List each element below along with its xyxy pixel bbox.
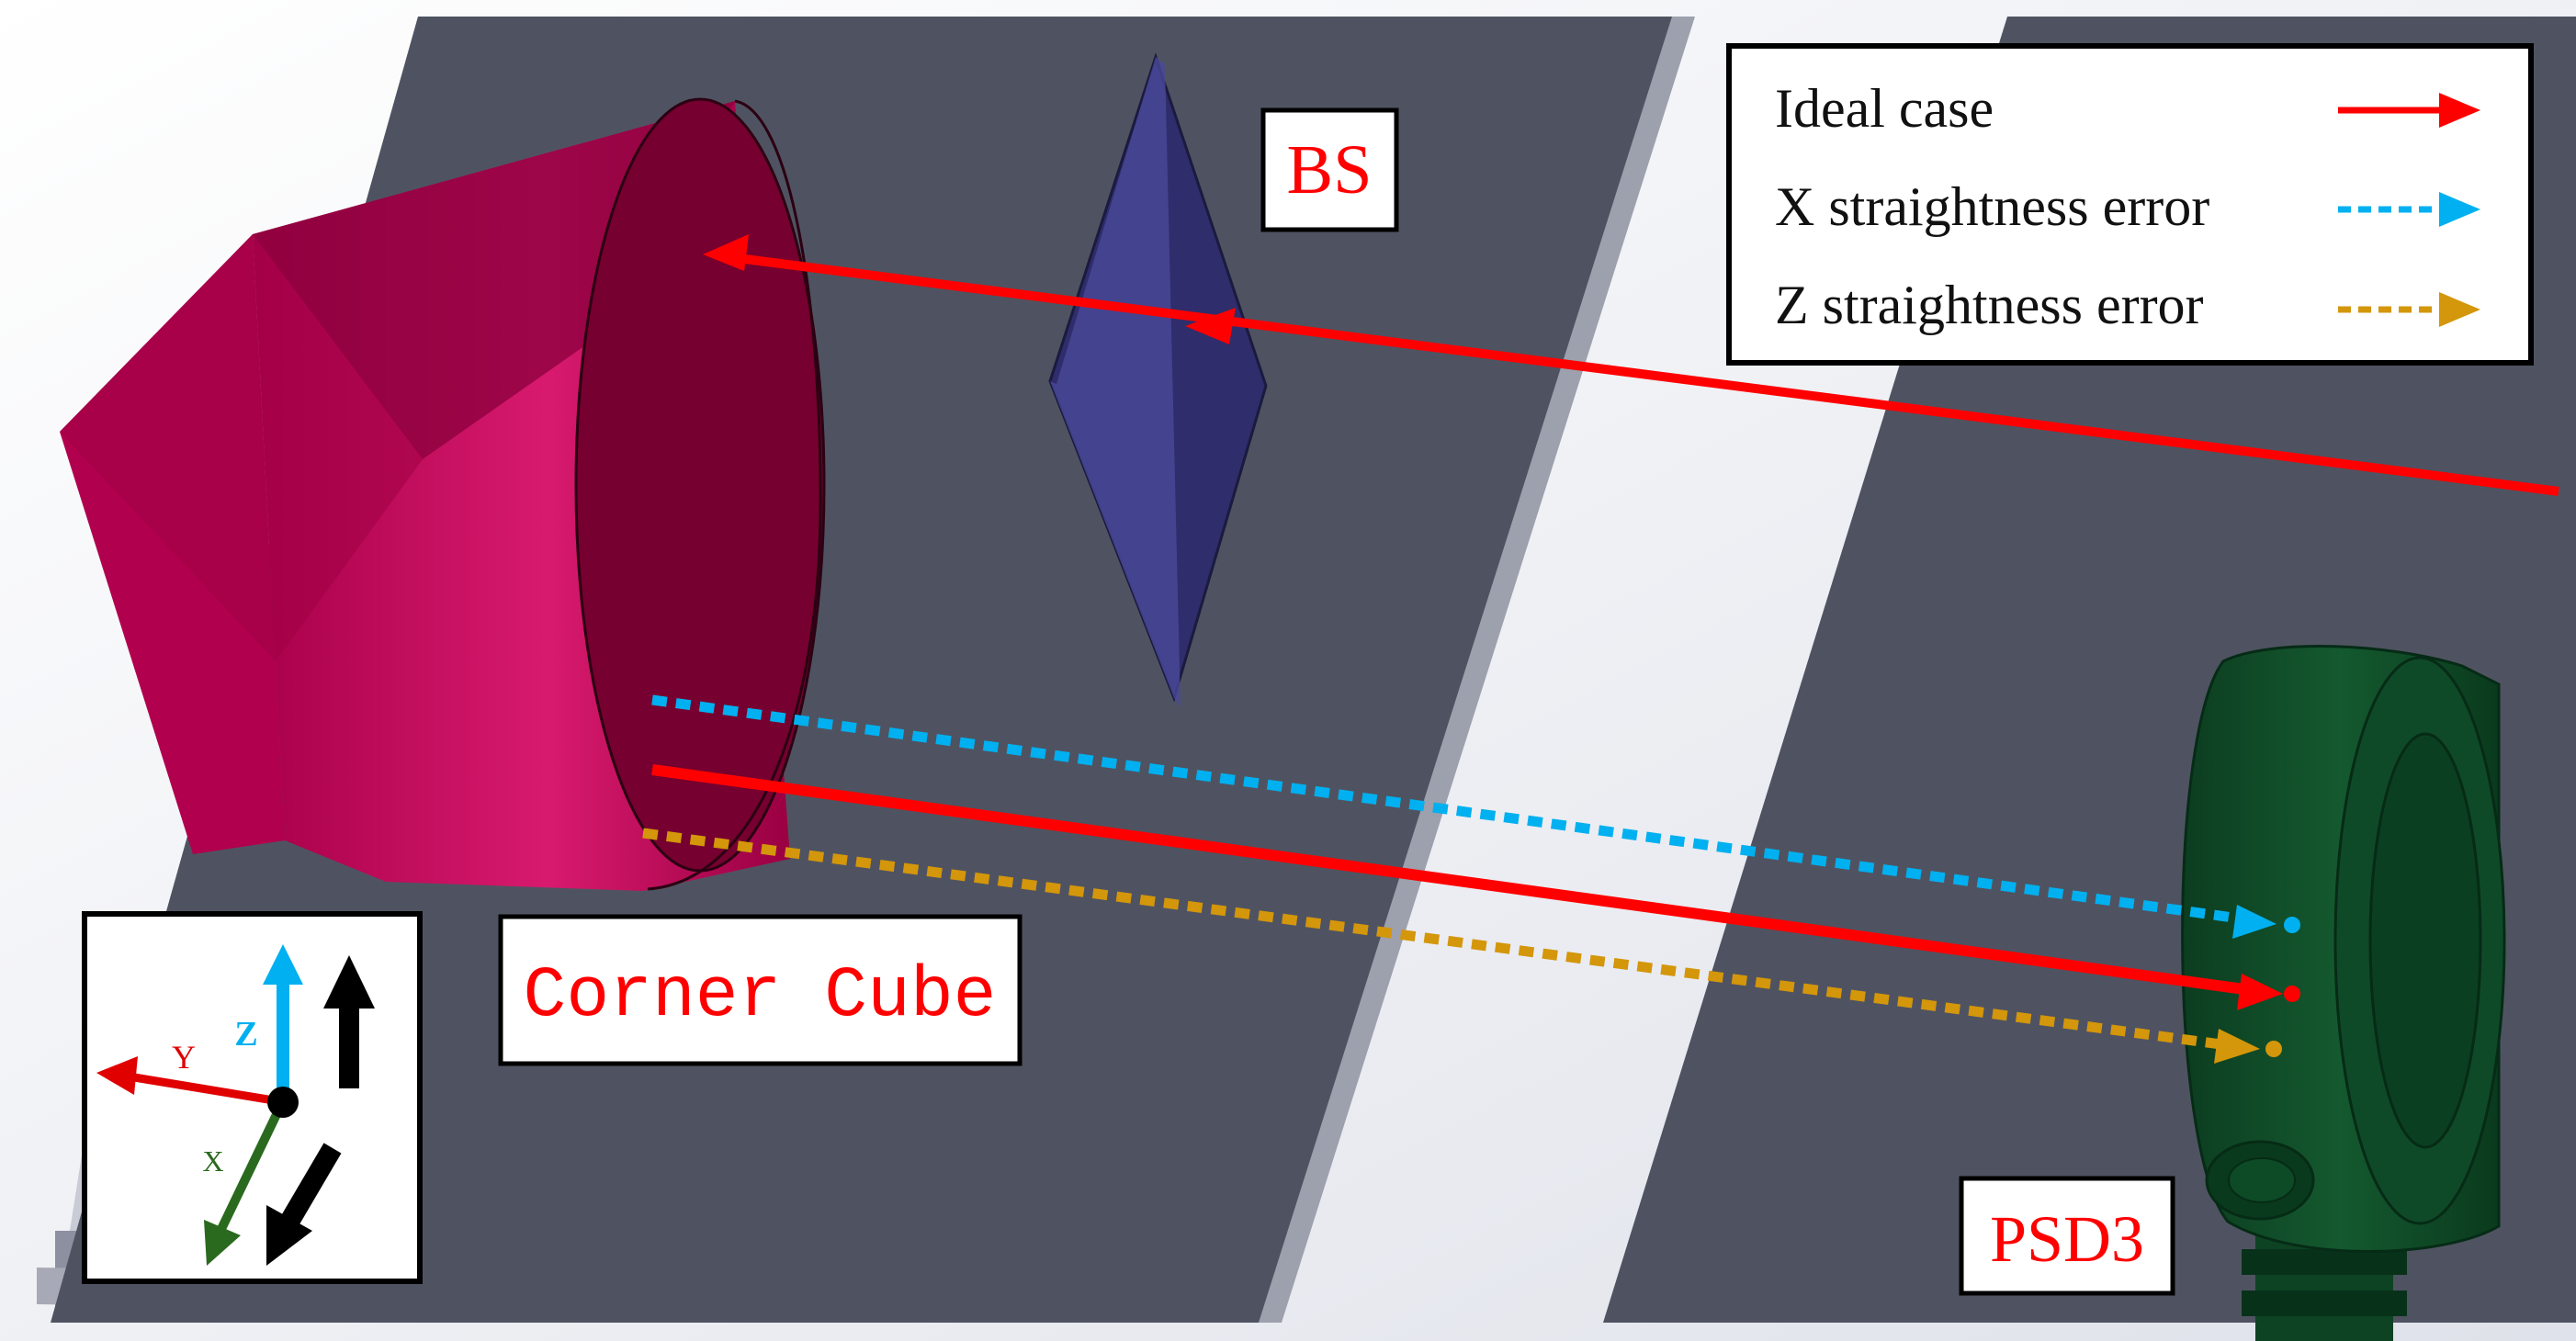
corner-cube-label-text: Corner Cube <box>524 956 997 1037</box>
x-error-arrowhead <box>2232 905 2277 939</box>
ideal-return-arrowhead <box>2237 974 2283 1010</box>
z-axis-label: Z <box>234 1015 257 1054</box>
bs-label: BS <box>1260 107 1399 232</box>
down-motion-arrowhead <box>266 1205 312 1266</box>
psd-label-text: PSD3 <box>1990 1202 2144 1276</box>
legend-swatch-x-error-head <box>2439 192 2480 227</box>
x-error-point <box>2284 917 2300 933</box>
x-axis-arrowhead <box>204 1220 241 1266</box>
incoming-beam-arrowhead-1 <box>703 234 749 271</box>
x-axis-arrow <box>216 1104 285 1234</box>
legend-label-z-error: Z straightness error <box>1775 275 2204 335</box>
z-axis-arrowhead <box>263 944 303 985</box>
legend-swatch-ideal-head <box>2439 93 2480 128</box>
z-error-point <box>2265 1041 2282 1057</box>
beams <box>642 234 2559 1064</box>
legend: Ideal case X straightness error Z straig… <box>1726 43 2534 366</box>
psd-label: PSD3 <box>1959 1176 2175 1296</box>
incoming-beam <box>729 253 2559 496</box>
beam-splitter <box>1048 52 1268 707</box>
psd-detector <box>2181 645 2506 1341</box>
ideal-return-point <box>2284 986 2300 1002</box>
z-error-beam <box>642 828 2243 1053</box>
axes-inset: Y Z X <box>82 911 423 1284</box>
x-error-beam <box>651 694 2261 927</box>
x-axis-label: X <box>202 1144 223 1178</box>
up-motion-arrowhead <box>323 955 375 1009</box>
axes-origin <box>267 1087 299 1118</box>
legend-label-x-error: X straightness error <box>1775 176 2209 237</box>
y-axis-label: Y <box>172 1039 196 1076</box>
legend-swatch-z-error-head <box>2439 292 2480 327</box>
legend-label-ideal: Ideal case <box>1775 78 1994 139</box>
ideal-return-beam <box>651 764 2252 996</box>
corner-cube-label: Corner Cube <box>498 914 1022 1066</box>
bs-label-text: BS <box>1287 131 1373 208</box>
y-axis-arrow <box>128 1072 286 1107</box>
down-motion-arrow <box>280 1143 342 1227</box>
corner-cube <box>60 97 826 891</box>
z-error-arrowhead <box>2214 1029 2260 1064</box>
y-axis-arrowhead <box>96 1056 138 1095</box>
left-rail-edge <box>1259 17 1695 1323</box>
incoming-beam-arrowhead-2 <box>1185 308 1236 344</box>
